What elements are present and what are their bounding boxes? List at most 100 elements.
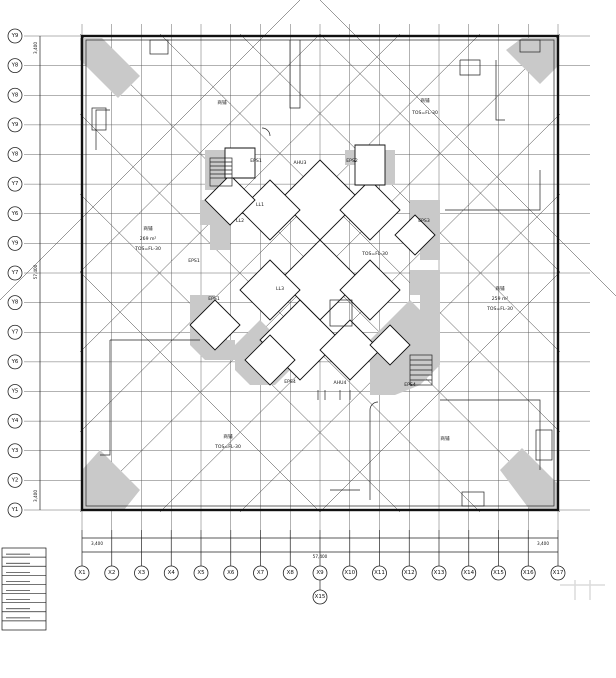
column-axis-bubble [372, 565, 387, 581]
sub-axis-bubble [312, 589, 328, 605]
label-area-left: 269 m² [140, 236, 157, 242]
column-axis-bubble [282, 565, 298, 581]
row-axis-bubble [7, 295, 23, 311]
label-eps-top-left: EPS1 [250, 158, 262, 164]
row-axis-label: Y9 [11, 240, 19, 246]
column-axis-label: X6 [227, 570, 235, 576]
row-axis-label: Y8 [11, 63, 19, 69]
column-axis-label: X8 [287, 570, 295, 576]
row-axis-bubble [7, 206, 23, 222]
row-axis-label: Y1 [11, 507, 19, 513]
label-eps-left: EPS1 [188, 258, 200, 264]
column-axis-bubble [193, 565, 209, 581]
column-axis-label: X2 [108, 570, 115, 576]
label-level-right: TOS=FL-30 [486, 306, 513, 312]
dim-left-top: 3,400 [33, 42, 38, 54]
row-axis-bubble [7, 443, 23, 459]
column-axis-label: X1 [78, 570, 85, 576]
dim-bottom-left: 3,400 [91, 541, 103, 546]
column-axis-label: X12 [404, 570, 415, 576]
column-axis-bubble [253, 565, 268, 581]
row-axis-label: Y3 [11, 448, 19, 454]
column-axis-bubble [401, 565, 417, 581]
label-lift-b: LL2 [236, 218, 244, 224]
label-eps-bottom-right: EPS4 [404, 382, 416, 388]
label-ahu-bottom: AHU4 [334, 380, 347, 386]
row-axis-bubble [7, 472, 23, 488]
label-eps-bottom-left: EPS4 [284, 379, 296, 385]
label-level-left: TOS=FL-30 [134, 246, 161, 252]
row-axis-label: Y9 [11, 33, 19, 39]
row-axis-label: Y4 [11, 418, 19, 424]
column-axis-bubble [431, 565, 447, 581]
dim-bottom-right: 3,400 [537, 541, 549, 546]
row-axis-bubble [7, 28, 23, 44]
watermark-mark [560, 580, 605, 600]
label-level-top-right: TOS=FL-30 [411, 110, 438, 116]
row-axis-label: Y9 [11, 122, 19, 128]
room-labels: 商铺 商铺 TOS=FL-30 商铺 269 m² TOS=FL-30 TOS=… [134, 97, 513, 450]
column-axis-bubble [104, 565, 120, 581]
row-axis-label: Y7 [11, 329, 19, 335]
column-axis-bubble [74, 565, 90, 581]
column-axis-bubble [163, 565, 179, 581]
column-axis-label: X9 [316, 570, 324, 576]
column-axis-label: X15 [493, 570, 504, 576]
row-axis-bubble [7, 384, 23, 399]
label-ahu-top: AHU3 [294, 160, 307, 166]
column-axis-label: X17 [553, 570, 564, 576]
row-axis-bubble [7, 87, 23, 103]
column-axis-label: X5 [197, 570, 205, 576]
label-area-right: 259 m² [492, 296, 509, 302]
label-eps-top-right: EPS2 [346, 158, 358, 164]
column-axis-label: X10 [344, 570, 355, 576]
column-axis-label: X14 [463, 570, 474, 576]
label-shop-left: 商铺 [143, 225, 153, 232]
row-axis-label: Y2 [11, 477, 19, 483]
row-axis-label: Y6 [11, 211, 19, 217]
row-axis-bubble [7, 235, 23, 251]
building-outline [80, 34, 560, 512]
column-axis-label: X4 [168, 570, 176, 576]
row-axis-bubble [7, 265, 23, 281]
column-axis-bubble [491, 565, 506, 581]
column-axis-bubble [342, 565, 358, 581]
row-axis-bubble [7, 413, 23, 429]
label-eps-left-low: EPS1 [208, 296, 220, 302]
label-shop-right: 商铺 [495, 285, 505, 292]
row-axis-label: Y8 [11, 152, 19, 158]
row-axis-bubble [7, 502, 23, 518]
corner-stair-zones [80, 38, 558, 510]
row-axis-bubble [7, 58, 23, 74]
label-level-bottom: TOS=FL-30 [214, 444, 241, 450]
row-axis-bubble [7, 147, 23, 162]
column-axis-label: X7 [257, 570, 265, 576]
central-core [189, 144, 436, 386]
column-axis-label: X13 [434, 570, 445, 576]
label-lift-c: LL3 [276, 286, 284, 292]
label-eps-right: EPS3 [418, 218, 430, 224]
column-axis-bubble [461, 565, 477, 581]
row-axis-bubble [7, 354, 23, 370]
sub-axis-label: X15 [315, 594, 326, 600]
row-axis-bubble [7, 176, 23, 192]
dim-left-bottom: 3,400 [33, 490, 38, 502]
column-axis-bubble [134, 565, 149, 581]
row-axis-label: Y8 [11, 300, 19, 306]
label-shop-bottom: 商铺 [223, 433, 233, 440]
row-axis-label: Y7 [11, 270, 19, 276]
column-axis-label: X3 [138, 570, 146, 576]
row-axis-label: Y6 [11, 359, 19, 365]
row-axis-label: Y5 [11, 389, 19, 395]
diagonal-lines [0, 0, 616, 513]
label-shop-top-right: 商铺 [420, 97, 430, 104]
column-axis-bubble [520, 565, 536, 581]
row-axis-bubble [7, 117, 23, 133]
label-shop-bottom-right: 商铺 [440, 435, 450, 442]
column-axis-bubble [223, 565, 239, 581]
column-axis-label: X16 [523, 570, 534, 576]
row-axis-bubble [7, 324, 23, 340]
label-shop-top-left: 商铺 [217, 99, 227, 106]
